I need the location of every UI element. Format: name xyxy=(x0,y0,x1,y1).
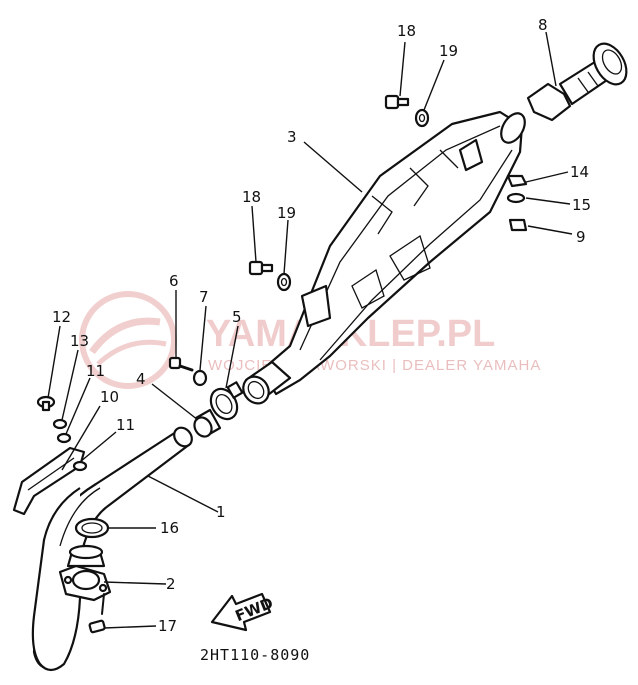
callout-19-upper: 19 xyxy=(439,42,458,60)
gasket-part-16 xyxy=(74,517,110,539)
washer-part-19a xyxy=(414,108,430,128)
callout-labels: 18 19 8 3 14 15 9 18 19 6 7 5 12 13 11 4… xyxy=(52,16,591,635)
callout-12: 12 xyxy=(52,308,71,326)
tailpipe-part-8 xyxy=(526,42,628,122)
callout-18-lower: 18 xyxy=(242,188,261,206)
washer-part-11a xyxy=(56,432,72,444)
fwd-direction-arrow: FWD xyxy=(210,592,276,632)
callout-8: 8 xyxy=(538,16,548,34)
callout-15: 15 xyxy=(572,196,591,214)
washer-part-7 xyxy=(192,369,208,387)
joint-part-4 xyxy=(193,408,222,438)
muffler-mount xyxy=(300,284,332,328)
callout-13: 13 xyxy=(70,332,89,350)
callout-4: 4 xyxy=(136,370,146,388)
clamp-part-5 xyxy=(209,381,244,421)
callout-18-upper: 18 xyxy=(397,22,416,40)
callout-5: 5 xyxy=(232,308,242,326)
callout-9: 9 xyxy=(576,228,586,246)
callout-14: 14 xyxy=(570,163,589,181)
bolt-part-18b xyxy=(248,260,274,276)
bolt-part-18a xyxy=(384,94,410,110)
callout-16: 16 xyxy=(160,519,179,537)
nut-part-9 xyxy=(508,218,528,232)
callout-17: 17 xyxy=(158,617,177,635)
callout-11-upper: 11 xyxy=(86,362,105,380)
callout-3: 3 xyxy=(287,128,297,146)
washer-part-15 xyxy=(506,192,526,204)
muffler-part-3 xyxy=(242,110,526,405)
callout-2: 2 xyxy=(166,575,176,593)
watermark-logo xyxy=(79,291,177,389)
drawing-code: 2HT110-8090 xyxy=(200,646,310,664)
screw-part-12 xyxy=(36,395,56,412)
callout-1: 1 xyxy=(216,503,226,521)
leader-lines xyxy=(47,31,573,629)
nut-part-14 xyxy=(506,174,528,188)
flange-part-2 xyxy=(58,544,112,602)
callout-10: 10 xyxy=(100,388,119,406)
muffler-bracket xyxy=(458,138,484,172)
callout-11-lower: 11 xyxy=(116,416,135,434)
callout-19-lower: 19 xyxy=(277,204,296,222)
bolt-part-17 xyxy=(88,593,106,634)
bolt-part-6 xyxy=(168,356,194,372)
callout-6: 6 xyxy=(169,272,179,290)
callout-7: 7 xyxy=(199,288,209,306)
washer-part-11b xyxy=(72,460,88,472)
washer-part-19b xyxy=(276,272,292,292)
washer-part-13 xyxy=(52,418,68,430)
